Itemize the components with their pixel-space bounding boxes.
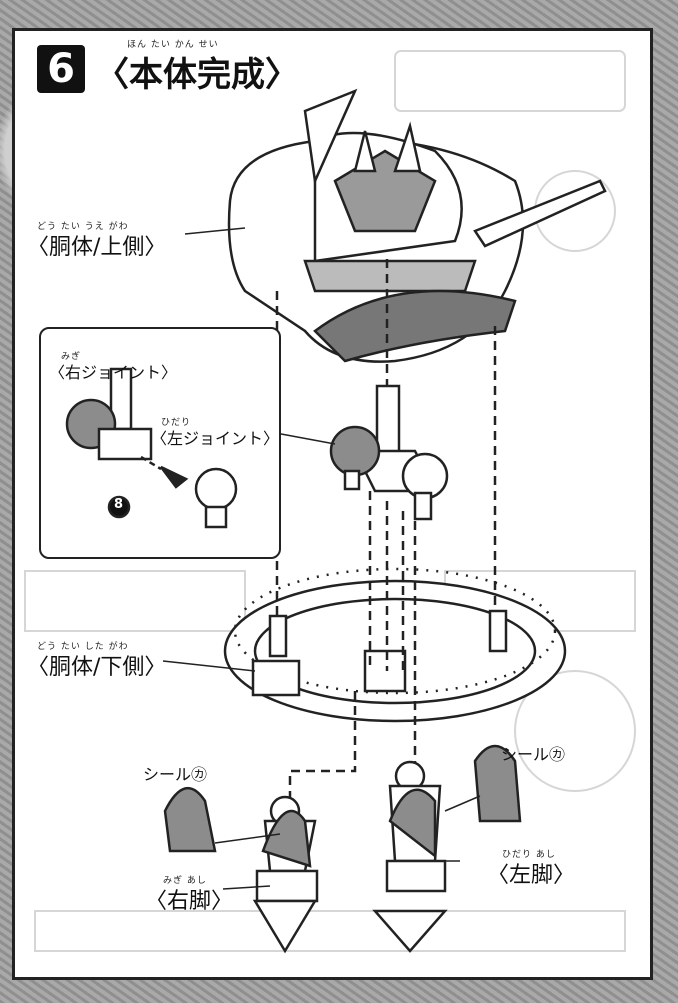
step-number-badge: 6 — [37, 45, 85, 93]
assembly-diagram — [24, 50, 636, 954]
left-joint-label: 〈左ジョイント〉 — [151, 429, 280, 448]
joint-detail-inset: みぎ 〈右ジョイント〉 ひだり 〈左ジョイント〉 8 — [39, 327, 281, 559]
right-leg-label: 〈右脚〉 — [145, 889, 234, 914]
right-leg-part — [163, 786, 319, 954]
left-leg-label: 〈左脚〉 — [487, 863, 576, 888]
upper-body-label: 〈胴体/上側〉 — [27, 235, 167, 260]
upper-body-ruby: どう たい うえ がわ — [37, 222, 129, 232]
seal-label-right: シール㋕ — [501, 745, 566, 764]
seal-label-left: シール㋕ — [143, 765, 208, 784]
step-title: 〈本体完成〉 — [95, 55, 299, 95]
lower-body-ruby: どう たい した がわ — [37, 642, 129, 652]
title-ruby: ほん たい かん せい — [127, 40, 219, 50]
left-leg-ruby: ひだり あし — [502, 850, 556, 860]
upper-body-part — [227, 88, 607, 363]
assembly-guide-lines — [275, 259, 497, 811]
instruction-panel: 6 ほん たい かん せい 〈本体完成〉 — [12, 28, 653, 980]
lower-body-label: 〈胴体/下側〉 — [27, 655, 167, 680]
right-joint-ruby: みぎ — [61, 352, 82, 362]
right-leg-ruby: みぎ あし — [163, 876, 207, 886]
lower-body-part — [223, 567, 567, 723]
right-joint-label: 〈右ジョイント〉 — [49, 363, 178, 382]
left-leg-part — [372, 744, 522, 953]
center-joint-part — [329, 384, 449, 521]
part-number-badge: 8 — [114, 497, 124, 512]
left-joint-ruby: ひだり — [161, 418, 192, 428]
